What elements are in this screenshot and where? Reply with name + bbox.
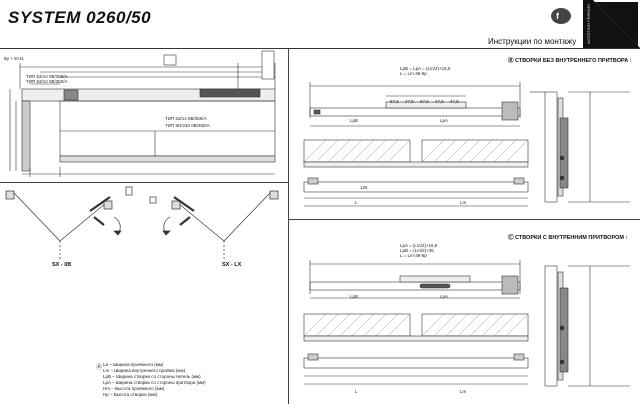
- dim-lpa-c: LpA: [440, 294, 449, 299]
- dim-lm: Lm: [460, 200, 467, 205]
- svg-text:f: f: [556, 11, 560, 21]
- door-left-label: SX - 0B: [52, 262, 72, 268]
- formula-c-1: LpA = (Lm/2)+15,5: [400, 243, 438, 248]
- dim-label: 47,5: [450, 99, 459, 104]
- dim-lpa: LpA: [440, 118, 449, 123]
- dim-125: 125: [360, 185, 368, 190]
- dim-label: 47,5: [405, 99, 414, 104]
- brand-triangle-icon: [593, 0, 640, 48]
- legend-marker: Ⓐ: [96, 365, 103, 371]
- door-opening-diagram: [0, 183, 288, 293]
- section-c-heading: Ⓒ СТВОРКИ С ВНУТРЕННИМ ПРИТВОРОМ :: [508, 235, 628, 241]
- panel-divider-vertical: [288, 49, 289, 404]
- dim-label: 47,5: [435, 99, 444, 104]
- dim-l-c: L: [355, 389, 358, 394]
- formula-c-2: LpB = (Lm/2)+35: [400, 248, 434, 253]
- formula-b-1: LpB = LpA = (Lm/2)+15,5: [400, 66, 451, 71]
- formula-b-2: L = Lm-36-6p: [400, 71, 427, 76]
- section-c-drawing: [290, 258, 640, 404]
- dim-l: L: [355, 200, 358, 205]
- legend-line: Hm – Высота проёмного (мм): [103, 386, 165, 391]
- dim-top-left: 8p + 9×11: [4, 56, 24, 61]
- dim-lpb-c: LpB: [350, 294, 359, 299]
- brand-logo-icon: f: [551, 8, 571, 24]
- label-type-b: ТИП 63/14 0B/350/A: [26, 79, 68, 84]
- document-subtitle: Инструкции по монтажу: [488, 37, 577, 46]
- legend-line: LpB – Ширина створки со стороны петель (…: [103, 374, 201, 379]
- legend-line: La – Ширина проёмного (мм): [103, 362, 164, 367]
- label-part-1: ТИП 63/14 0B/350/A: [165, 116, 207, 121]
- dim-lpb: LpB: [350, 118, 359, 123]
- panel-divider-right: [289, 219, 640, 220]
- dim-label: 67,5: [420, 99, 429, 104]
- legend: Ⓐ La – Ширина проёмного (мм) Lm – Ширина…: [96, 362, 283, 398]
- header-rule: [0, 48, 640, 49]
- legend-line: LpA – Ширина створки со стороны притвора…: [103, 380, 206, 385]
- legend-line: Lm – Ширина внутреннего проёма (мм): [103, 368, 186, 373]
- document-title: SYSTEM 0260/50: [8, 8, 152, 27]
- legend-line: Hp – Высота створки (мм): [103, 392, 158, 397]
- door-right-label: SX - LX: [222, 262, 242, 268]
- left-elevation-drawing: [0, 49, 288, 182]
- panel-divider-left: [0, 182, 288, 183]
- brand-logo: f: [550, 6, 572, 26]
- section-b-drawing: [290, 78, 640, 218]
- formula-c-3: L = Lm-36-6p: [400, 253, 427, 258]
- brand-vertical-text: AGOSTINO FERRARI: [586, 4, 591, 44]
- section-b-heading: Ⓑ СТВОРКИ БЕЗ ВНУТРЕННЕГО ПРИТВОРА :: [508, 58, 632, 64]
- brand-block: [583, 0, 640, 48]
- label-part-2: ТИП 8H/240 0B/350/A: [165, 123, 210, 128]
- dim-lm-c: Lm: [460, 389, 467, 394]
- dim-label: 67,5: [390, 99, 399, 104]
- label-type-a: ТИП 63/14 0B/350/A: [26, 74, 68, 79]
